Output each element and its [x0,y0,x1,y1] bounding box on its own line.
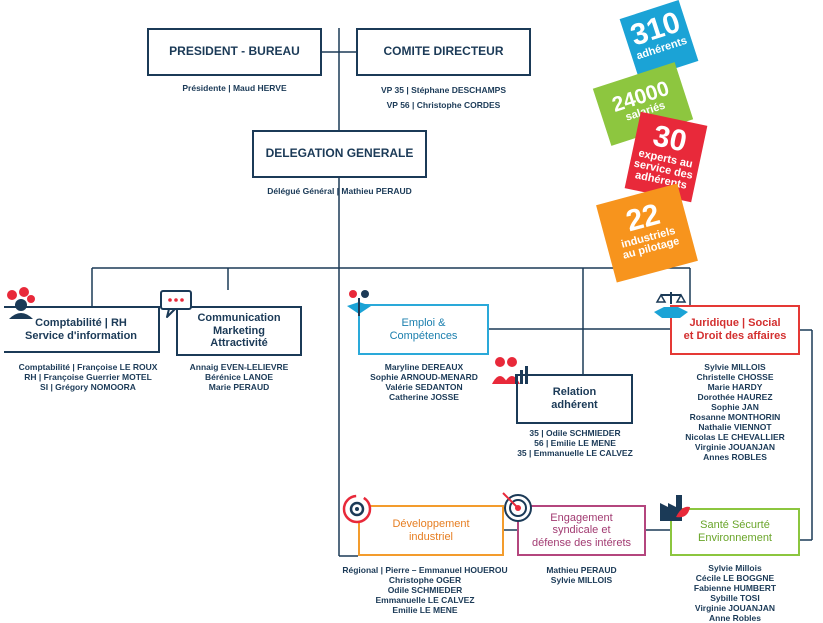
delegation-generale-members: Délégué Général | Mathieu PERAUD [242,186,437,196]
member-line: VP 56 | Christophe CORDES [386,100,501,110]
member-line: Fabienne HUMBERT [693,583,777,593]
sante-securite-box: Santé Sécurté Environnement [670,508,800,556]
member-line: Emilie LE MENE [392,605,458,615]
member-line: Rosanne MONTHORIN [689,412,781,422]
member-line: Marie HARDY [707,382,763,392]
member-line: Emmanuelle LE CALVEZ [375,595,475,605]
developpement-industriel-title: Développement industriel [392,517,470,543]
member-line: Sophie ARNOUD-MENARD [370,372,478,382]
sante-securite-title: Santé Sécurté Environnement [698,519,772,544]
comite-directeur-members: VP 35 | Stéphane DESCHAMPS VP 56 | Chris… [356,83,531,113]
member-line: Dorothée HAUREZ [697,392,773,402]
member-line: Virginie JOUANJAN [694,603,776,613]
comptabilite-rh-box: Comptabilité | RH Service d'information [4,306,160,353]
delegation-generale-box: DELEGATION GENERALE [252,130,427,178]
target-icon [502,492,532,522]
developpement-industriel-box: Développement industriel [358,505,504,556]
engagement-syndical-box: Engagement syndicale et défense des inté… [517,505,646,556]
juridique-social-box: Juridique | Social et Droit des affaires [670,305,800,355]
member-line: Annes ROBLES [703,452,767,462]
member-line: Odile SCHMIEDER [387,585,463,595]
member-line: Anne Robles [709,613,761,623]
people-gear-icon [7,287,35,319]
communication-box: Communication Marketing Attractivité [176,306,302,356]
member-line: Catherine JOSSE [389,392,459,402]
comptabilite-rh-title: Comptabilité | RH Service d'information [24,316,138,342]
member-line: Virginie JOUANJAN [694,442,776,452]
president-bureau-title: PRESIDENT - BUREAU [169,44,300,59]
member-line: Sylvie MILLOIS [550,575,613,585]
member-line: 56 | Emilie LE MENE [534,438,616,448]
member-line: Régional | Pierre – Emmanuel HOUEROU [342,565,508,575]
sante-securite-members: Sylvie Millois Cécile LE BOGGNE Fabienne… [670,563,800,623]
relation-adherent-members: 35 | Odile SCHMIEDER 56 | Emilie LE MENE… [505,428,645,458]
juridique-social-members: Sylvie MILLOIS Christelle CHOSSE Marie H… [660,362,810,462]
member-line: Délégué Général | Mathieu PERAUD [267,186,412,196]
engagement-syndical-members: Mathieu PERAUD Sylvie MILLOIS [517,565,646,585]
member-line: Sylvie Millois [708,563,762,573]
member-line: 35 | Odile SCHMIEDER [529,428,621,438]
member-line: 35 | Emmanuelle LE CALVEZ [517,448,633,458]
member-line: Maryline DEREAUX [384,362,464,372]
member-line: RH | Françoise Guerrier MOTEL [24,372,152,382]
member-line: Mathieu PERAUD [546,565,617,575]
delegation-generale-title: DELEGATION GENERALE [265,146,414,161]
president-bureau-members: Présidente | Maud HERVE [147,83,322,93]
engagement-syndical-title: Engagement syndicale et défense des inté… [531,511,632,549]
gear-cycle-icon [342,494,372,524]
handshake-plane-icon [347,290,371,316]
member-line: Annaig EVEN-LELIEVRE [189,362,289,372]
member-line: Présidente | Maud HERVE [182,83,287,93]
member-line: Sybille TOSI [710,593,760,603]
member-line: Cécile LE BOGGNE [695,573,775,583]
member-line: Comptabilité | Françoise LE ROUX [18,362,158,372]
scales-handshake-icon [654,292,688,318]
member-line: Christelle CHOSSE [696,372,774,382]
comptabilite-rh-members: Comptabilité | Françoise LE ROUX RH | Fr… [0,362,176,392]
member-line: Nathalie VIENNOT [698,422,772,432]
developpement-industriel-members: Régional | Pierre – Emmanuel HOUEROU Chr… [330,565,520,615]
comite-directeur-box: COMITE DIRECTEUR [356,28,531,76]
member-line: Valérie SEDANTON [385,382,463,392]
president-bureau-box: PRESIDENT - BUREAU [147,28,322,76]
relation-adherent-box: Relation adhérent [516,374,633,424]
member-line: Sylvie MILLOIS [704,362,766,372]
comite-directeur-title: COMITE DIRECTEUR [383,44,504,59]
emploi-competences-title: Emploi & Compétences [389,316,458,342]
member-line: Christophe OGER [388,575,462,585]
communication-members: Annaig EVEN-LELIEVRE Bérénice LANOE Mari… [166,362,312,392]
member-line: Sophie JAN [711,402,759,412]
chat-bubble-icon [160,290,192,318]
emploi-competences-members: Maryline DEREAUX Sophie ARNOUD-MENARD Va… [339,362,509,402]
team-chart-icon [492,357,528,384]
member-line: Marie PERAUD [208,382,270,392]
member-line: Nicolas LE CHEVALLIER [685,432,785,442]
emploi-competences-box: Emploi & Compétences [358,304,489,355]
communication-title: Communication Marketing Attractivité [197,312,281,350]
juridique-social-title: Juridique | Social et Droit des affaires [683,317,787,342]
member-line: SI | Grégory NOMOORA [40,382,136,392]
factory-leaf-icon [660,495,690,521]
member-line: Bérénice LANOE [204,372,274,382]
member-line: VP 35 | Stéphane DESCHAMPS [380,85,507,95]
relation-adherent-title: Relation adhérent [551,386,598,411]
